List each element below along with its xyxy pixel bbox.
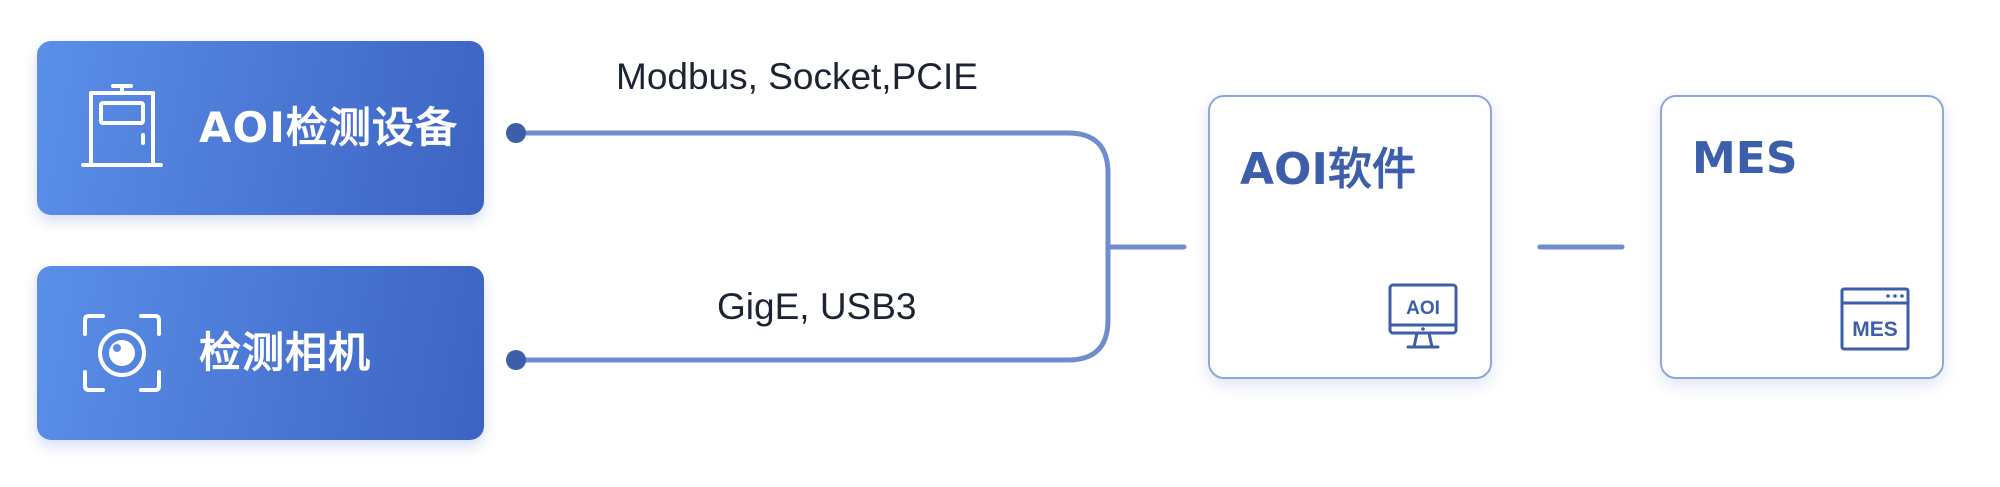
camera-label: 检测相机 bbox=[199, 328, 372, 377]
aoi-monitor-text: AOI bbox=[1406, 298, 1440, 319]
aoi-monitor-icon: AOI bbox=[1388, 283, 1458, 349]
mes-title: MES bbox=[1692, 133, 1798, 184]
connector-dot-bottom bbox=[506, 350, 526, 370]
top-protocols-label: Modbus, Socket,PCIE bbox=[616, 56, 978, 97]
camera-card[interactable]: 检测相机 bbox=[37, 266, 484, 440]
mes-window-text: MES bbox=[1852, 318, 1898, 341]
aoi-software-title: AOI软件 bbox=[1240, 144, 1416, 195]
aoi-machine-icon bbox=[81, 84, 163, 167]
aoi-software-card[interactable]: AOI软件 AOI bbox=[1208, 95, 1492, 379]
mes-window-icon: MES bbox=[1840, 287, 1910, 351]
aoi-device-card[interactable]: AOI检测设备 bbox=[37, 41, 484, 215]
bottom-protocols-label: GigE, USB3 bbox=[717, 286, 917, 327]
connector-dot-top bbox=[506, 123, 526, 143]
camera-icon bbox=[83, 314, 161, 392]
aoi-device-label: AOI检测设备 bbox=[199, 103, 458, 152]
mes-card[interactable]: MES MES bbox=[1660, 95, 1944, 379]
